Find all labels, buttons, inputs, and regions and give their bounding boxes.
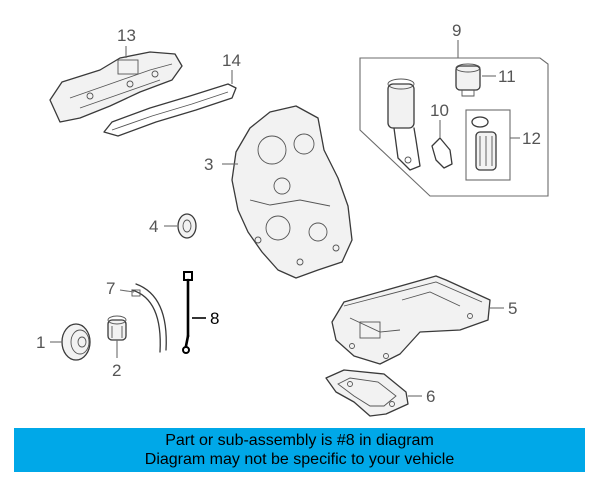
callout-12: 12 [522, 129, 541, 148]
part-8-dipstick[interactable] [182, 271, 193, 354]
callout-10: 10 [430, 101, 449, 120]
group-9-bracket [359, 57, 549, 197]
part-13-valve-cover[interactable] [49, 51, 183, 123]
callout-3: 3 [204, 155, 213, 174]
callout-4: 4 [149, 217, 158, 236]
callout-6: 6 [426, 387, 435, 406]
leader-7 [119, 289, 135, 293]
callout-14: 14 [222, 51, 241, 70]
callout-5: 5 [508, 299, 517, 318]
banner-line-2: Diagram may not be specific to your vehi… [144, 451, 455, 468]
callout-9: 9 [452, 21, 461, 40]
callout-13: 13 [117, 26, 136, 45]
part-5-upper-oil-pan[interactable] [331, 275, 491, 365]
part-7-guide-tube[interactable] [131, 283, 167, 353]
callout-8: 8 [210, 309, 219, 328]
part-14-gasket[interactable] [103, 83, 237, 137]
banner-line-1: Part or sub-assembly is #8 in diagram [165, 432, 434, 449]
part-6-lower-oil-pan[interactable] [325, 369, 409, 417]
part-12-filter-element[interactable] [471, 116, 497, 171]
parts-diagram: 13 14 3 4 9 10 [36, 21, 549, 417]
callout-7: 7 [106, 279, 115, 298]
info-banner: Part or sub-assembly is #8 in diagram Di… [14, 428, 585, 472]
part-2-damper[interactable] [107, 315, 127, 341]
part-10-oring[interactable] [431, 137, 453, 169]
part-3-timing-cover[interactable] [231, 105, 353, 279]
part-9-filter-housing[interactable] [387, 78, 421, 171]
part-1-pulley[interactable] [61, 323, 91, 361]
callout-1: 1 [36, 333, 45, 352]
callout-11: 11 [498, 67, 516, 86]
part-12-box [465, 109, 511, 181]
part-4-seal[interactable] [177, 213, 197, 239]
callout-2: 2 [112, 361, 121, 380]
part-11-filter-cap[interactable] [455, 63, 481, 97]
